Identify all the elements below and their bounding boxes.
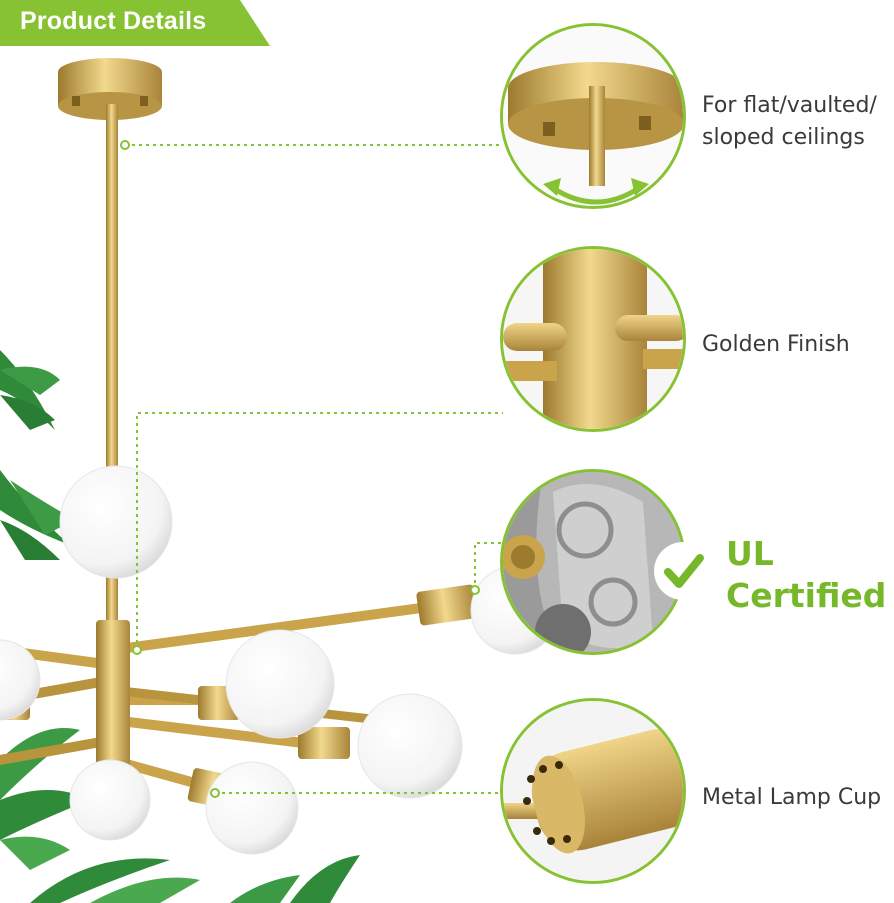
feature-label-ceilings-line1: For flat/vaulted/ xyxy=(702,93,877,118)
golden-finish-detail xyxy=(500,246,686,432)
banner-title: Product Details xyxy=(20,7,207,35)
lamp-cup-detail xyxy=(500,698,686,884)
ul-label-line2: Certified xyxy=(726,576,887,615)
feature-label-golden-finish: Golden Finish xyxy=(702,332,850,357)
feature-label-ceilings-line2: sloped ceilings xyxy=(702,125,865,150)
product-details-banner: Product Details xyxy=(0,0,270,46)
feature-label-ceilings: For flat/vaulted/ sloped ceilings xyxy=(702,90,877,154)
plant-leaves-bottom xyxy=(0,728,360,903)
feature-label-ul-certified: UL Certified xyxy=(726,533,886,617)
ul-label-line1: UL xyxy=(726,534,774,573)
feature-label-metal-lamp-cup: Metal Lamp Cup xyxy=(702,785,882,810)
ul-certified-detail xyxy=(500,469,686,655)
ceiling-canopy-detail xyxy=(500,23,686,209)
checkmark-icon xyxy=(664,554,704,588)
plant-leaves-left xyxy=(0,350,75,560)
checkmark-badge xyxy=(656,544,710,598)
